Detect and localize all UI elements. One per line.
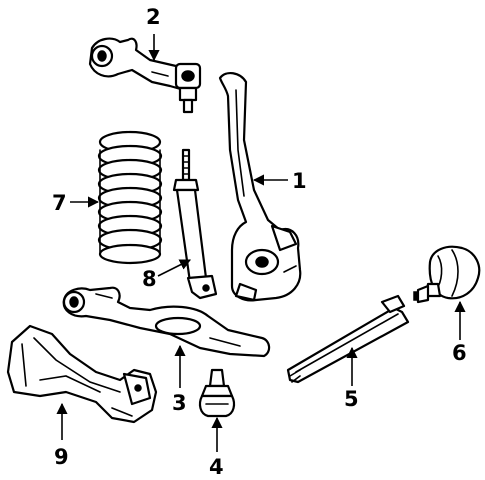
upper-control-arm[interactable] [88,37,202,114]
callout-labels: 1 2 3 4 5 6 7 8 9 [52,5,467,479]
callout-3: 3 [172,391,187,415]
lower-control-arm[interactable] [62,286,271,358]
callout-8: 8 [142,267,157,291]
callout-2: 2 [146,5,161,29]
leader-8 [157,259,192,277]
steering-knuckle[interactable] [218,72,302,302]
shock-absorber[interactable] [172,148,218,300]
tie-rod[interactable] [286,294,410,384]
callout-7: 7 [52,191,67,215]
leader-lines [56,34,466,452]
lower-ball-joint[interactable] [198,368,236,418]
ball-joint-boot[interactable] [413,245,481,304]
callout-5: 5 [344,387,359,411]
callout-4: 4 [209,455,224,479]
callout-6: 6 [452,341,467,365]
coil-spring[interactable] [97,130,163,265]
callout-9: 9 [54,445,69,469]
frame-crossmember[interactable] [6,324,158,424]
callout-1: 1 [292,169,307,193]
